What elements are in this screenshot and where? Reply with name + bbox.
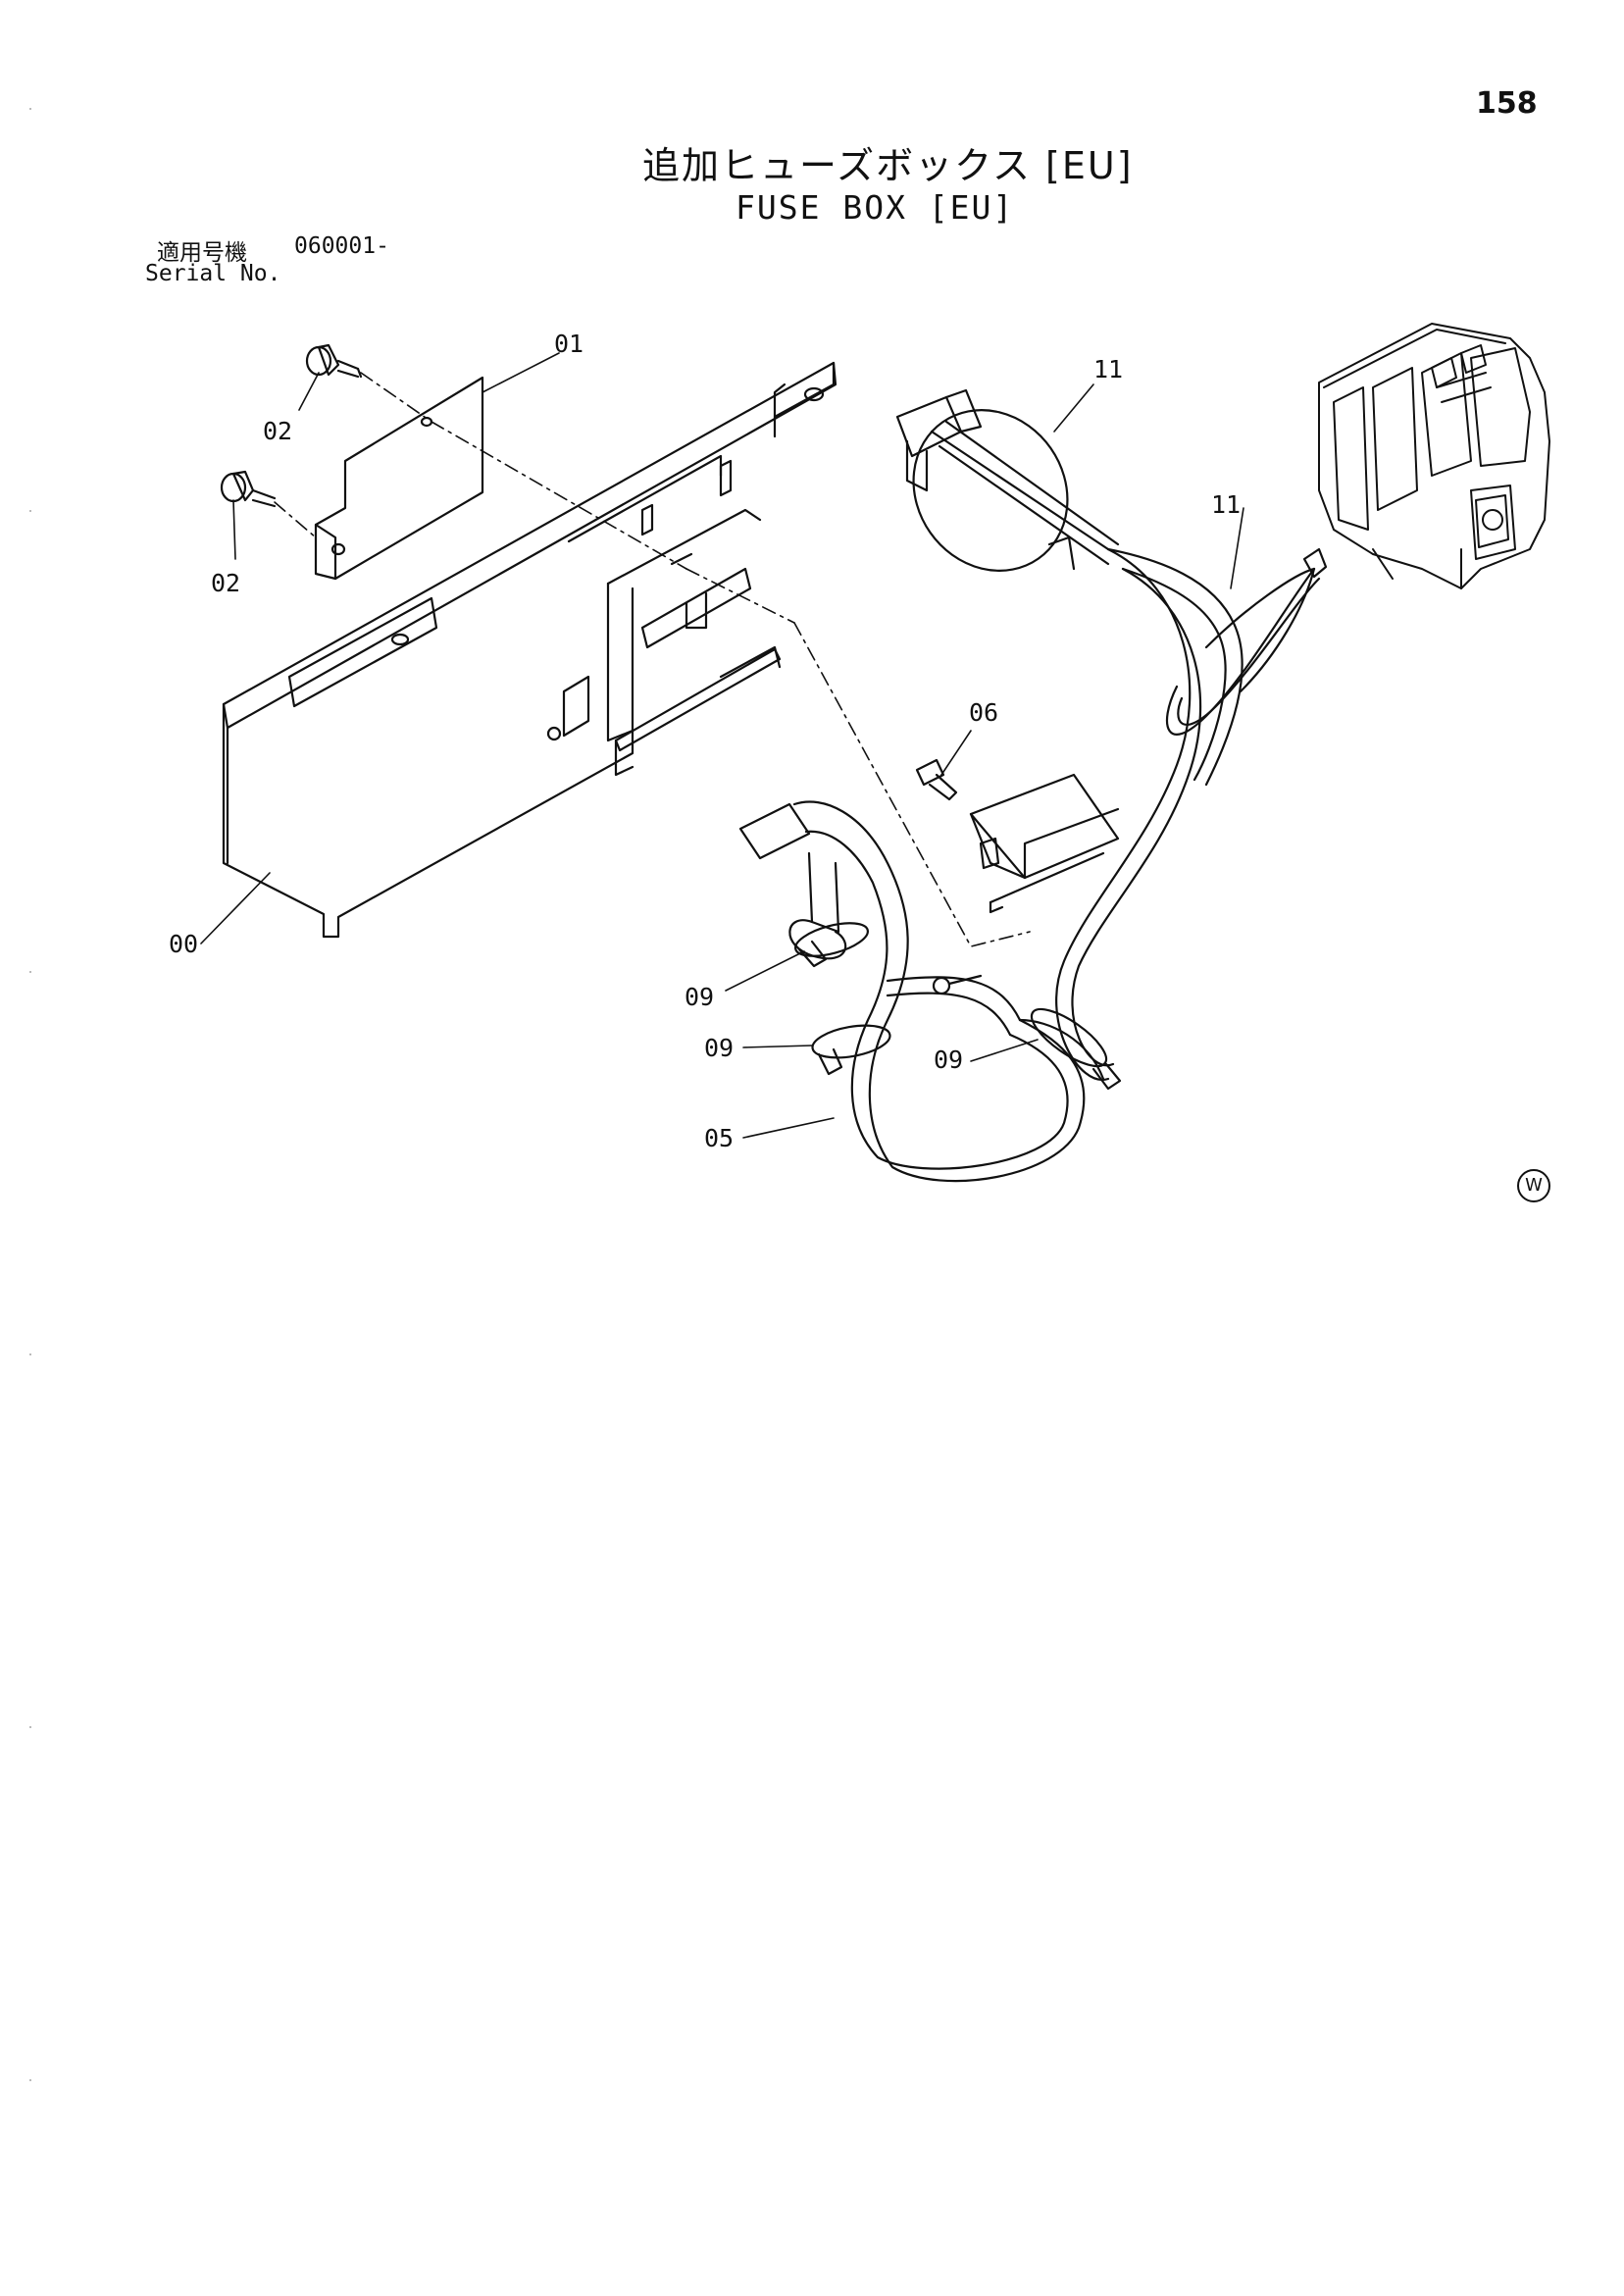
plate-part-01 (314, 376, 484, 581)
harness-part-05 (738, 800, 1105, 1183)
callout-05: 05 (704, 1124, 735, 1152)
page-number: 158 (1476, 86, 1538, 121)
bolt-part-06 (915, 758, 958, 801)
scan-dot (29, 2079, 31, 2081)
scan-dot (29, 108, 31, 110)
assembly-guide-lines (274, 372, 1031, 947)
cable-tie-part-09-b (811, 1024, 891, 1076)
bracket-cover-part-00 (222, 361, 837, 939)
circled-w-mark: W (1517, 1169, 1550, 1202)
cable-tie-part-09-a (794, 922, 869, 968)
fuse-box-housing (969, 773, 1120, 914)
harness-part-11-loop (1165, 547, 1328, 736)
excavator-cab-illustration (1318, 323, 1550, 589)
callout-09-right: 09 (934, 1046, 964, 1074)
leader-lines (200, 352, 1244, 1139)
callout-11-lower: 11 (1211, 490, 1242, 519)
page-title-japanese: 追加ヒューズボックス [EU] (642, 144, 1134, 187)
scan-dot (29, 1353, 31, 1355)
stud-part-02-lower (220, 470, 277, 508)
callout-09-middle: 09 (704, 1034, 735, 1062)
cable-tie-part-09-c (1030, 1007, 1122, 1091)
scan-dot (29, 971, 31, 973)
callout-02-lower: 02 (211, 569, 241, 597)
callout-02-upper: 02 (263, 417, 293, 445)
callout-09-upper: 09 (685, 983, 715, 1011)
scan-dot (29, 1726, 31, 1728)
callout-00: 00 (169, 930, 199, 958)
serial-label-japanese: 適用号機 (157, 240, 247, 266)
serial-label-english: Serial No. (145, 261, 281, 286)
serial-number-value: 060001- (294, 233, 389, 259)
callout-06: 06 (969, 698, 999, 727)
harness-part-11-connector (895, 388, 1120, 572)
scan-dot (29, 510, 31, 512)
main-harness-cable (1055, 547, 1243, 1082)
callout-11-upper: 11 (1093, 355, 1124, 383)
page-title-english: FUSE BOX [EU] (736, 188, 1015, 227)
stud-part-02-upper (305, 343, 363, 379)
callout-01: 01 (554, 330, 584, 358)
